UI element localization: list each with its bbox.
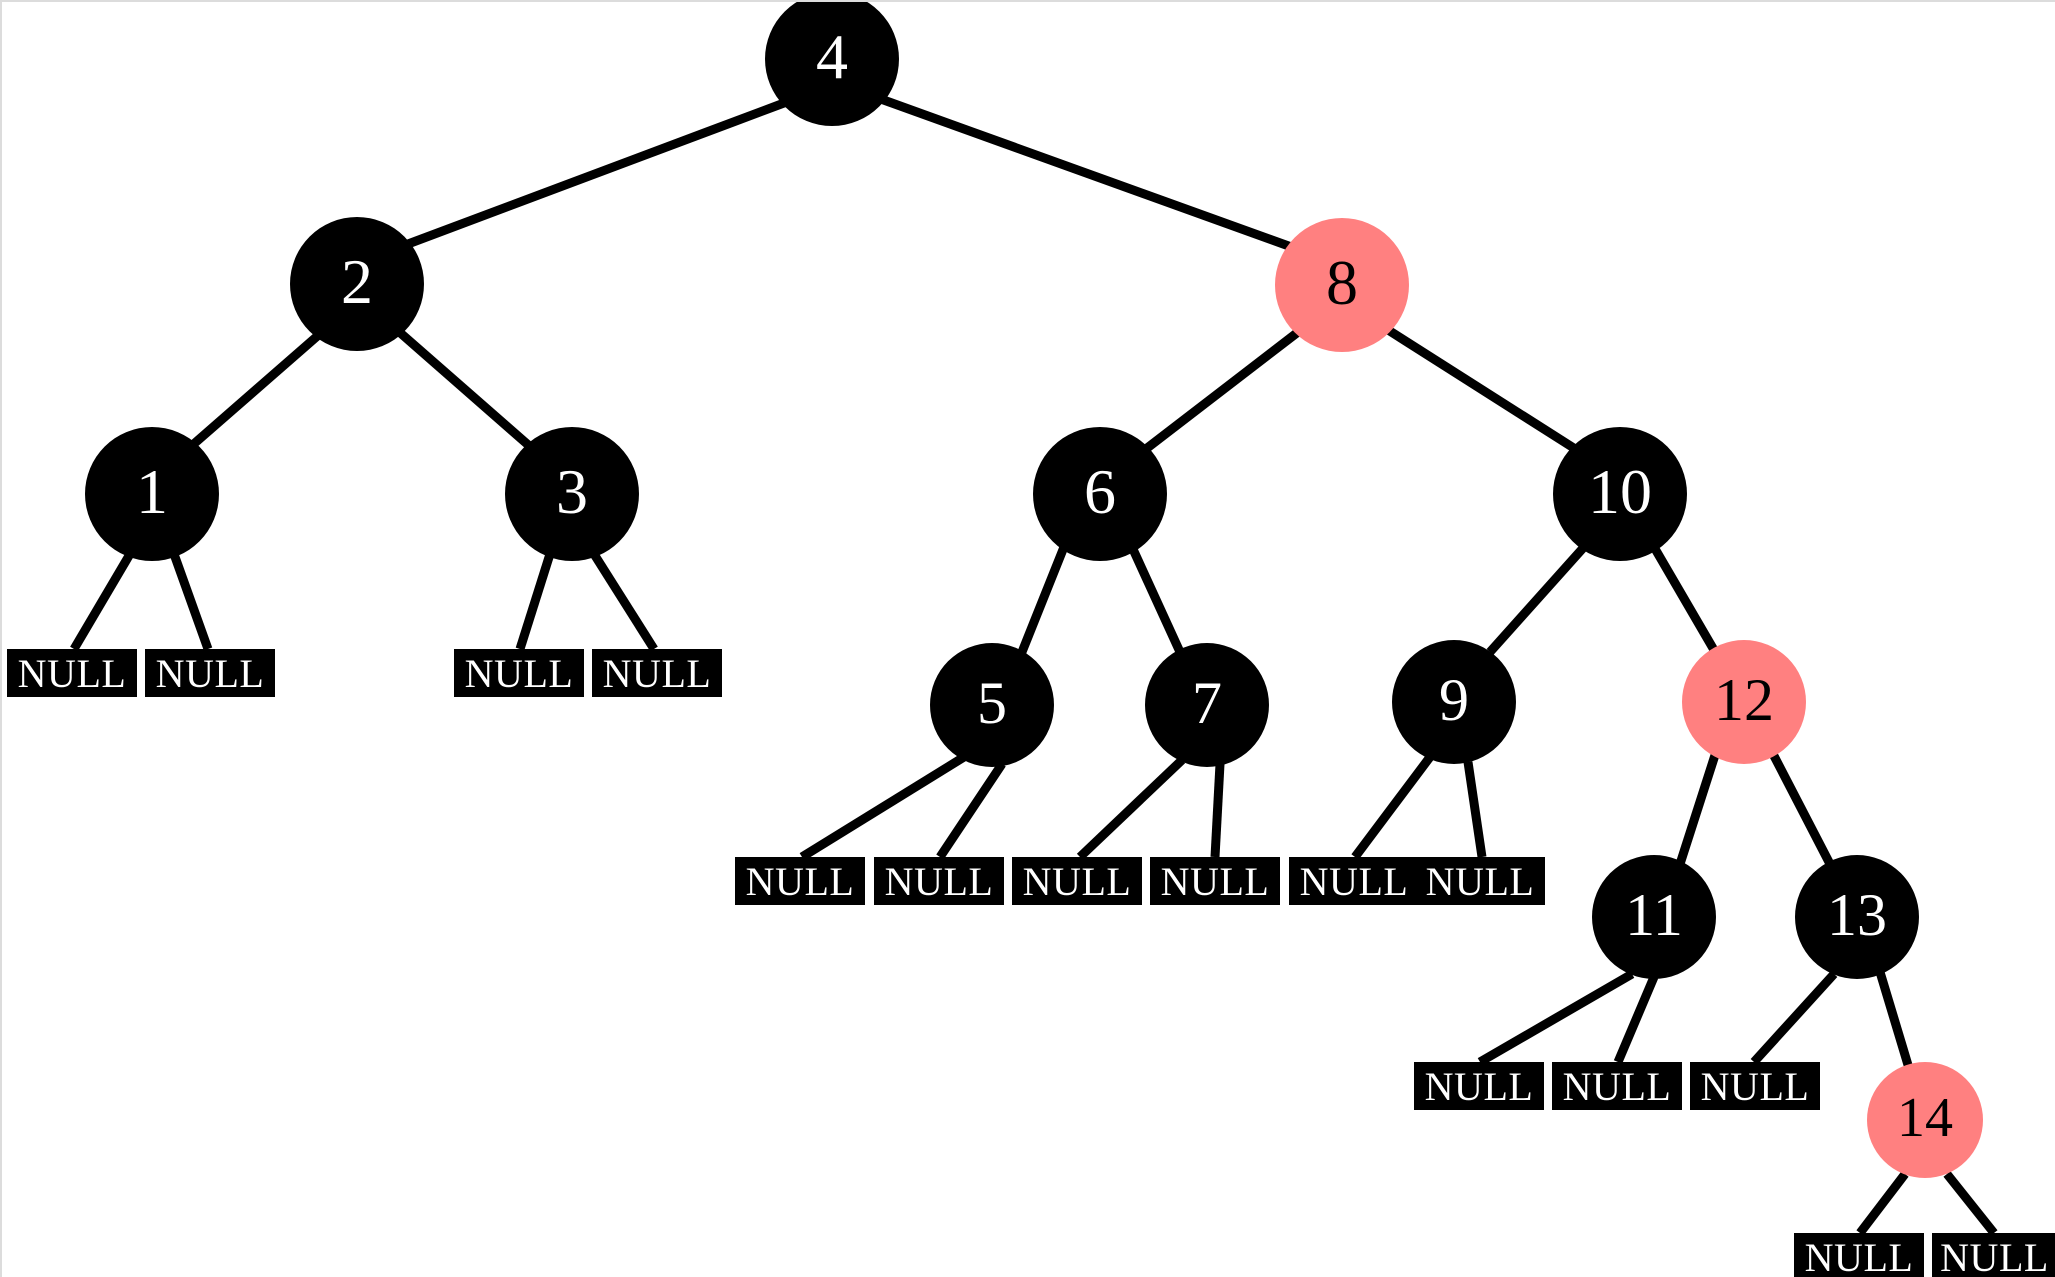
tree-node-5[interactable]: 5 (930, 643, 1054, 767)
null-leaf-box: NULL (1150, 857, 1280, 905)
null-leaf-box: NULL (1690, 1062, 1820, 1110)
tree-edge (1675, 750, 1721, 866)
tree-node-label: 7 (1192, 670, 1222, 736)
tree-node-label: 12 (1714, 667, 1774, 733)
null-leaf-box: NULL (735, 857, 865, 905)
tree-node-11[interactable]: 11 (1592, 855, 1716, 979)
tree-edge (1127, 545, 1185, 654)
tree-node-6[interactable]: 6 (1033, 427, 1167, 561)
tree-edge (936, 761, 1006, 860)
tree-node-label: 8 (1326, 247, 1358, 318)
null-leaf-box: NULL (7, 649, 137, 697)
tree-node-label: 4 (816, 21, 848, 92)
tree-edge (185, 328, 325, 453)
tree-edge (394, 326, 537, 454)
tree-node-label: 13 (1827, 882, 1887, 948)
tree-edge (799, 753, 967, 861)
tree-node-7[interactable]: 7 (1145, 643, 1269, 767)
null-leaf-box: NULL (874, 857, 1004, 905)
null-leaf-box: NULL (1414, 1062, 1544, 1110)
tree-node-10[interactable]: 10 (1553, 427, 1687, 561)
tree-node-3[interactable]: 3 (505, 427, 639, 561)
tree-edge (876, 93, 1299, 254)
tree-edge (1210, 763, 1225, 858)
null-leaf-box: NULL (1289, 857, 1419, 905)
tree-node-label: 10 (1588, 456, 1652, 527)
null-leaf-box: NULL (454, 649, 584, 697)
tree-edge (1856, 1171, 1909, 1236)
tree-node-label: 2 (341, 246, 373, 317)
tree-edge (70, 551, 134, 652)
tree-node-14[interactable]: 14 (1867, 1062, 1983, 1178)
tree-node-13[interactable]: 13 (1795, 855, 1919, 979)
tree-node-label: 14 (1897, 1087, 1953, 1149)
tree-edge (1768, 749, 1834, 867)
null-leaf-box: NULL (1415, 857, 1545, 905)
tree-edge (169, 552, 213, 651)
tree-node-4[interactable]: 4 (765, 2, 899, 126)
tree-node-12[interactable]: 12 (1682, 640, 1806, 764)
tree-edge (390, 95, 794, 255)
tree-edge (1076, 756, 1186, 861)
tree-edge (1486, 543, 1588, 656)
tree-node-label: 6 (1084, 456, 1116, 527)
tree-node-label: 1 (136, 456, 168, 527)
tree-node-label: 11 (1625, 882, 1683, 948)
null-leaf-box: NULL (1552, 1062, 1682, 1110)
tree-node-1[interactable]: 1 (85, 427, 219, 561)
tree-node-8[interactable]: 8 (1275, 218, 1409, 352)
tree-edge (515, 552, 555, 651)
null-leaf-box: NULL (145, 649, 275, 697)
tree-edge (1875, 970, 1913, 1067)
tree-edge (1382, 324, 1583, 456)
null-leaf-box: NULL (1012, 857, 1142, 905)
tree-edge (590, 551, 658, 652)
tree-node-label: 9 (1439, 667, 1469, 733)
tree-node-label: 3 (556, 456, 588, 527)
tree-edge (1750, 970, 1838, 1066)
tree-edge (1017, 545, 1069, 654)
tree-node-9[interactable]: 9 (1392, 640, 1516, 764)
tree-node-2[interactable]: 2 (290, 217, 424, 351)
tree-edge (1650, 544, 1718, 653)
null-leaf-box: NULL (1932, 1233, 2055, 1277)
tree-edge (1139, 325, 1305, 456)
null-leaf-box: NULL (1794, 1233, 1924, 1277)
tree-edge (1477, 970, 1635, 1066)
tree-edge (1613, 975, 1659, 1064)
tree-edge (1463, 761, 1487, 858)
tree-node-label: 5 (977, 670, 1007, 736)
null-leaf-box: NULL (592, 649, 722, 697)
tree-edge (1943, 1171, 1998, 1236)
tree-edge (1351, 754, 1434, 860)
